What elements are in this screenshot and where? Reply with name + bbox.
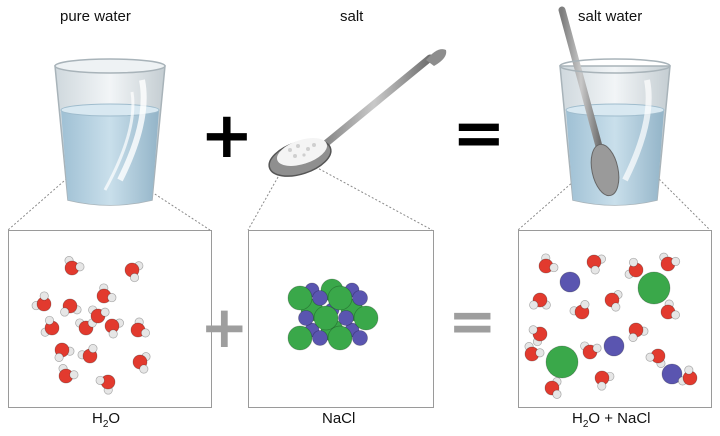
water-molecule-icon <box>95 374 116 395</box>
water-molecule-icon <box>660 299 680 320</box>
water-molecule-icon <box>529 292 551 310</box>
water-molecule-icon <box>88 305 110 324</box>
water-molecule-icon <box>544 377 562 399</box>
water-molecule-icon <box>528 325 548 347</box>
salt-label: salt <box>340 8 364 25</box>
chloride-ion-icon <box>327 285 353 311</box>
chloride-ion-icon <box>287 325 313 351</box>
sodium-ion-icon <box>603 335 625 357</box>
water-molecule-icon <box>586 254 606 275</box>
bottom-equals-sign: = <box>448 287 497 355</box>
sodium-ion-icon <box>312 290 328 306</box>
water-glass-icon <box>54 58 166 206</box>
sodium-ion-icon <box>338 310 354 326</box>
water-molecule-icon <box>569 300 590 320</box>
water-molecule-icon <box>132 352 151 374</box>
sodium-ion-icon <box>352 330 368 346</box>
water-molecule-icon <box>31 291 52 312</box>
water-molecule-icon <box>60 298 82 317</box>
bottom-plus-sign: + <box>200 293 249 361</box>
salt-spoon-icon <box>268 49 447 177</box>
sodium-ion-icon <box>661 363 683 385</box>
chloride-ion-icon <box>287 285 313 311</box>
salt-water-label: salt water <box>578 8 643 25</box>
water-molecule-icon <box>678 365 698 386</box>
water-molecule-icon <box>96 283 117 304</box>
water-molecule-icon <box>58 364 79 384</box>
water-molecule-icon <box>124 261 144 283</box>
water-molecule-icon <box>104 318 124 339</box>
top-plus-sign: + <box>200 99 254 173</box>
water-molecule-icon <box>54 342 75 362</box>
water-molecule-icon <box>624 257 644 279</box>
water-molecule-icon <box>538 253 559 274</box>
chloride-ion-icon <box>313 305 339 331</box>
water-molecule-icon <box>40 315 60 337</box>
sodium-ion-icon <box>352 290 368 306</box>
water-molecule-icon <box>594 370 615 391</box>
top-equals-sign: = <box>452 97 506 171</box>
sodium-ion-icon <box>559 271 581 293</box>
salt-water-glass-icon <box>558 6 671 206</box>
water-molecule-icon <box>524 342 545 362</box>
sodium-ion-icon <box>312 330 328 346</box>
water-molecule-icon <box>659 252 681 272</box>
water-formula-label: H2O <box>92 410 121 430</box>
chloride-ion-icon <box>327 325 353 351</box>
sodium-ion-icon <box>298 310 314 326</box>
water-molecule-icon <box>580 341 602 360</box>
water-molecule-icon <box>628 322 649 342</box>
salt-formula-label: NaCl <box>322 410 356 427</box>
chloride-ion-icon <box>545 345 579 379</box>
chloride-ion-icon <box>637 271 671 305</box>
water-molecule-icon <box>77 344 98 364</box>
pure-water-label: pure water <box>60 8 131 25</box>
water-molecule-icon <box>604 290 623 312</box>
water-molecule-icon <box>64 256 85 276</box>
chloride-ion-icon <box>353 305 379 331</box>
water-molecule-icon <box>130 317 150 338</box>
mixture-formula-label: H2O + NaCl <box>572 410 651 430</box>
water-molecule-icon <box>645 348 666 368</box>
